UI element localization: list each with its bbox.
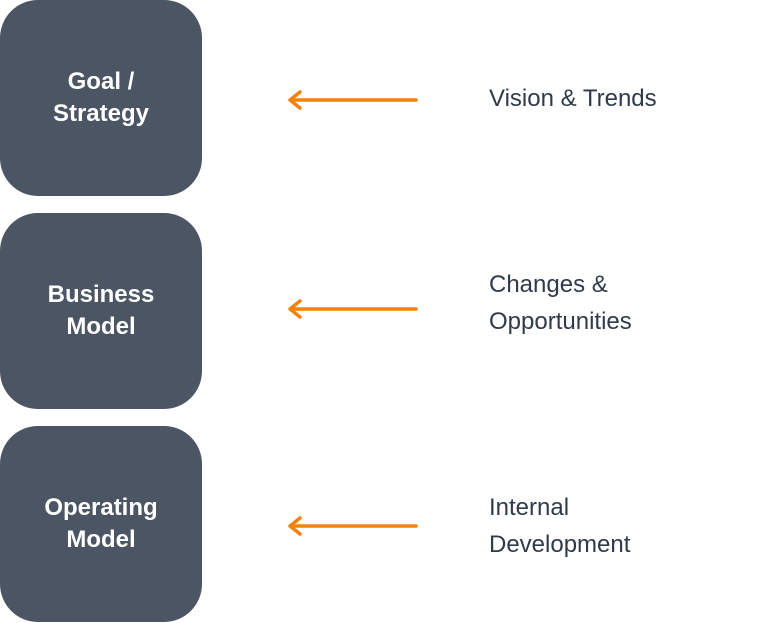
box-label: Business Model bbox=[47, 281, 155, 340]
left-arrow-icon bbox=[288, 90, 418, 110]
changes-opportunities-label: Changes & Opportunities bbox=[489, 271, 632, 335]
vision-trends-label: Vision & Trends bbox=[489, 85, 657, 112]
operating-model-box: Operating Model bbox=[0, 426, 202, 622]
box-label: Goal / Strategy bbox=[52, 68, 150, 127]
box-label: Operating Model bbox=[44, 494, 158, 553]
internal-development-label: Internal Development bbox=[489, 494, 631, 558]
left-arrow-icon bbox=[288, 516, 418, 536]
business-model-box: Business Model bbox=[0, 213, 202, 409]
goal-strategy-box: Goal / Strategy bbox=[0, 0, 202, 196]
left-arrow-icon bbox=[288, 299, 418, 319]
